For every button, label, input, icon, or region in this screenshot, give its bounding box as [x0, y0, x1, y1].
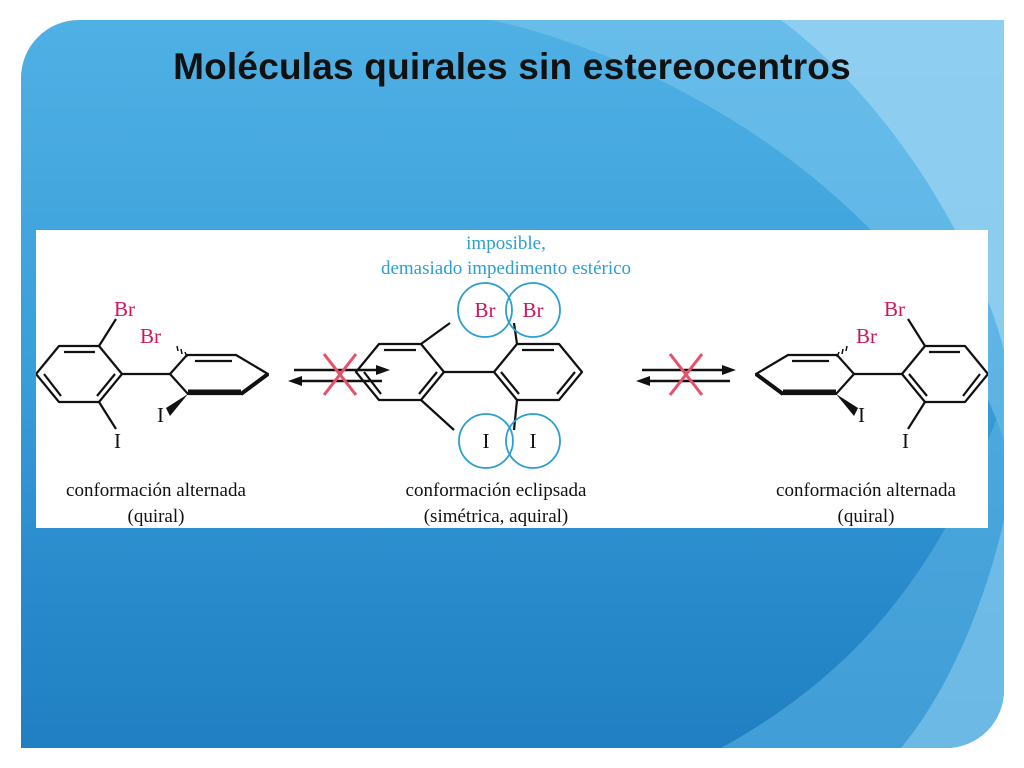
center-i-right-circle	[505, 413, 561, 469]
center-molecule	[354, 322, 584, 431]
center-br-left-circle	[457, 282, 513, 338]
left-hashed-bond	[176, 345, 188, 358]
center-i-right: I	[530, 429, 537, 453]
left-br-top: Br	[114, 297, 135, 321]
annotation-line-2: demasiado impedimento estérico	[381, 258, 631, 279]
left-forbidden-cross	[322, 353, 358, 396]
right-wedge-bond	[836, 394, 858, 416]
left-wedge-bond	[166, 394, 188, 416]
left-i-front: I	[157, 403, 164, 427]
left-br-bond	[98, 318, 117, 347]
right-hashed-bond	[836, 345, 848, 358]
left-flat-ring	[36, 344, 124, 404]
center-i-left-circle	[458, 413, 514, 469]
right-i-bottom: I	[902, 429, 909, 453]
right-flat-ring	[900, 344, 988, 404]
left-i-bottom: I	[114, 429, 121, 453]
center-br-right: Br	[523, 298, 544, 322]
annotation-line-1: imposible,	[466, 233, 546, 254]
left-br-back: Br	[140, 324, 161, 348]
right-br-back: Br	[856, 324, 877, 348]
left-equilibrium-arrows	[288, 353, 390, 396]
center-right-ring	[492, 342, 584, 402]
left-caption-line-2: (quiral)	[128, 506, 185, 527]
conformation-scheme: imposible, demasiado impedimento estéric…	[36, 233, 988, 527]
background-swoosh	[491, 20, 1004, 748]
center-i-left: I	[483, 429, 490, 453]
center-caption-line-1: conformación eclipsada	[406, 480, 588, 501]
right-caption-line-1: conformación alternada	[776, 480, 956, 501]
right-molecule	[754, 318, 988, 430]
center-br-left: Br	[475, 298, 496, 322]
left-i-bond	[98, 401, 117, 430]
right-equilibrium-arrows	[636, 353, 736, 396]
steric-clash-circles	[457, 282, 561, 469]
biphenyl-conformation-figure: imposible, demasiado impedimento estéric…	[36, 230, 988, 528]
right-i-bond	[907, 401, 926, 430]
center-br-right-circle	[505, 282, 561, 338]
right-i-front: I	[858, 403, 865, 427]
slide-title: Moléculas quirales sin estereocentros	[173, 46, 851, 87]
left-caption-line-1: conformación alternada	[66, 480, 246, 501]
right-caption-line-2: (quiral)	[838, 506, 895, 527]
left-molecule	[36, 318, 270, 430]
right-br-top: Br	[884, 297, 905, 321]
center-left-ring	[354, 342, 446, 402]
right-forbidden-cross	[668, 353, 704, 396]
right-br-bond	[907, 318, 926, 347]
center-caption-line-2: (simétrica, aquiral)	[424, 506, 569, 527]
